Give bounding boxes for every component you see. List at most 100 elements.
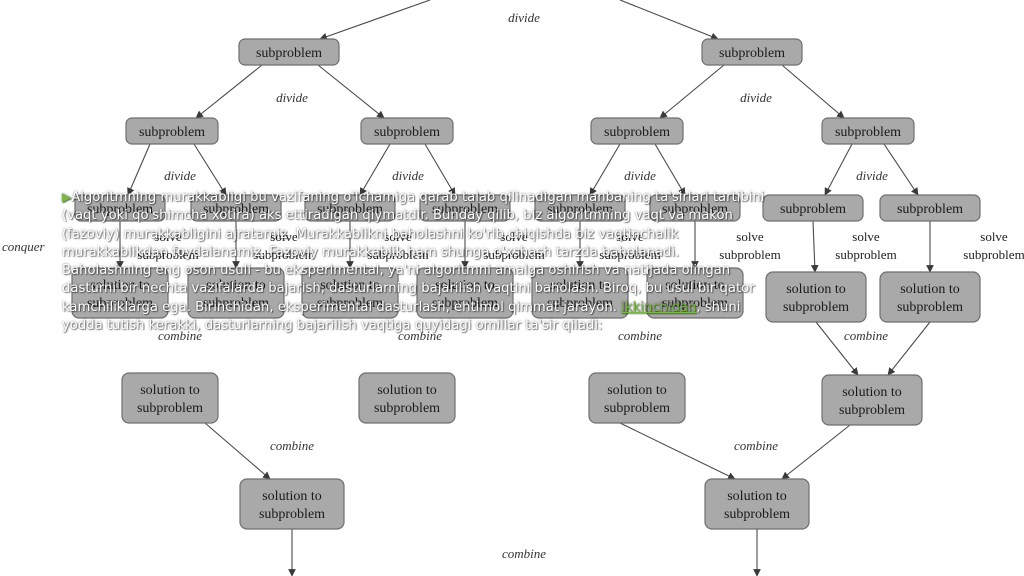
arrow-edge bbox=[815, 321, 859, 376]
solve-label: solve bbox=[616, 229, 644, 244]
solution-node: solution to subproblem bbox=[531, 267, 629, 319]
divide-label: divide bbox=[740, 90, 772, 105]
solution-label-line2: subproblem bbox=[259, 507, 325, 522]
subproblem-label: subproblem bbox=[719, 46, 785, 61]
solution-label-line2: subproblem bbox=[604, 401, 670, 416]
subproblem-node: subproblem bbox=[360, 117, 454, 145]
combine-label: combine bbox=[502, 546, 546, 561]
divide-label: divide bbox=[508, 10, 540, 25]
subproblem-label: subproblem bbox=[547, 202, 613, 217]
solve-subproblem-label: subproblem bbox=[483, 247, 544, 262]
arrow-edge bbox=[589, 143, 621, 196]
solution-node: solution to subproblem bbox=[239, 478, 345, 530]
subproblem-label: subproblem bbox=[662, 202, 728, 217]
solution-label-line1: solution to bbox=[900, 282, 960, 297]
subproblem-node: subproblem bbox=[821, 117, 915, 145]
solution-label-line1: solution to bbox=[262, 489, 322, 504]
edges bbox=[116, 0, 934, 576]
solution-label-line1: solution to bbox=[550, 278, 610, 293]
conquer-label: conquer bbox=[2, 239, 46, 254]
solution-label-line1: solution to bbox=[206, 278, 266, 293]
subproblem-node: subproblem bbox=[879, 194, 981, 222]
solution-label-line2: subproblem bbox=[897, 300, 963, 315]
divide-label: divide bbox=[392, 168, 424, 183]
solve-subproblem-label: subproblem bbox=[253, 247, 314, 262]
arrow-edge bbox=[359, 143, 391, 196]
subproblem-node: subproblem bbox=[649, 194, 741, 222]
arrow-edge bbox=[127, 143, 151, 196]
solution-label-line2: subproblem bbox=[317, 296, 383, 311]
arrow-edge bbox=[659, 64, 725, 119]
paragraph-text: Algoritmning murakkabligi bu vazifaning … bbox=[62, 190, 765, 315]
arrow-edge bbox=[317, 64, 385, 119]
solution-label-line1: solution to bbox=[607, 383, 667, 398]
solve-annotation: solve subproblem bbox=[963, 229, 1024, 262]
arrow-edge bbox=[810, 220, 819, 273]
solution-label-line2: subproblem bbox=[662, 296, 728, 311]
divide-label: divide bbox=[624, 168, 656, 183]
solution-node: solution to subproblem bbox=[879, 271, 981, 323]
subproblem-node: subproblem bbox=[762, 194, 864, 222]
solution-label-line1: solution to bbox=[435, 278, 495, 293]
combine-label: combine bbox=[844, 328, 888, 343]
subproblem-label: subproblem bbox=[317, 202, 383, 217]
solution-label-line1: solution to bbox=[377, 383, 437, 398]
solution-label-line2: subproblem bbox=[137, 401, 203, 416]
divide-label: divide bbox=[164, 168, 196, 183]
subproblem-node: subproblem bbox=[590, 117, 684, 145]
solve-label: solve bbox=[154, 229, 182, 244]
subproblem-label: subproblem bbox=[897, 202, 963, 217]
solution-label-line2: subproblem bbox=[783, 300, 849, 315]
combine-label: combine bbox=[158, 328, 202, 343]
subproblem-node: subproblem bbox=[534, 194, 626, 222]
arrow-edge bbox=[781, 424, 851, 480]
operation-labels: divide divide divide divide divide divide divi… bbox=[2, 10, 1024, 561]
paragraph-continuation: , shuni yodda tutish kerakki, dasturlarn… bbox=[62, 299, 741, 334]
subproblem-node: subproblem bbox=[125, 117, 219, 145]
solution-label-line1: solution to bbox=[90, 278, 150, 293]
subproblem-node: subproblem bbox=[701, 38, 803, 66]
combine-label: combine bbox=[618, 328, 662, 343]
solution-node: solution to subproblem bbox=[646, 267, 744, 319]
solution-label-line2: subproblem bbox=[839, 403, 905, 418]
solve-subproblem-label: subproblem bbox=[599, 247, 660, 262]
arrow-edge bbox=[824, 143, 853, 196]
arrow-edge bbox=[887, 321, 931, 376]
solution-label-line2: subproblem bbox=[547, 296, 613, 311]
subproblem-label: subproblem bbox=[835, 125, 901, 140]
divide-label: divide bbox=[276, 90, 308, 105]
solve-annotation: solve subproblem bbox=[835, 229, 896, 262]
solution-node: solution to subproblem bbox=[765, 271, 867, 323]
solve-subproblem-label: subproblem bbox=[963, 247, 1024, 262]
solve-label: solve bbox=[384, 229, 412, 244]
subproblem-label: subproblem bbox=[374, 125, 440, 140]
combine-label: combine bbox=[270, 438, 314, 453]
arrow-edge bbox=[424, 143, 456, 196]
solution-label-line1: solution to bbox=[786, 282, 846, 297]
subproblem-label: subproblem bbox=[432, 202, 498, 217]
ikkinchidan-link[interactable]: Ikkinchidan bbox=[621, 299, 697, 315]
solve-subproblem-label: subproblem bbox=[835, 247, 896, 262]
nodes: subproblem subproblem subproblem subproblem… bbox=[71, 38, 981, 530]
solve-label: solve bbox=[980, 229, 1008, 244]
arrow-edge bbox=[193, 143, 227, 196]
arrow-edge bbox=[654, 143, 686, 196]
combine-label: combine bbox=[398, 328, 442, 343]
subproblem-label: subproblem bbox=[139, 125, 205, 140]
solution-node: solution to subproblem bbox=[416, 267, 514, 319]
solve-subproblem-label: subproblem bbox=[137, 247, 198, 262]
solution-label-line2: subproblem bbox=[432, 296, 498, 311]
solution-label-line1: solution to bbox=[665, 278, 725, 293]
solve-annotation: solve subproblem bbox=[137, 229, 198, 262]
solve-label: solve bbox=[852, 229, 880, 244]
arrow-edge bbox=[204, 422, 271, 480]
divide-label: divide bbox=[856, 168, 888, 183]
overlay-text: ▶Algoritmning murakkabligi bu vazifaning… bbox=[62, 188, 767, 335]
